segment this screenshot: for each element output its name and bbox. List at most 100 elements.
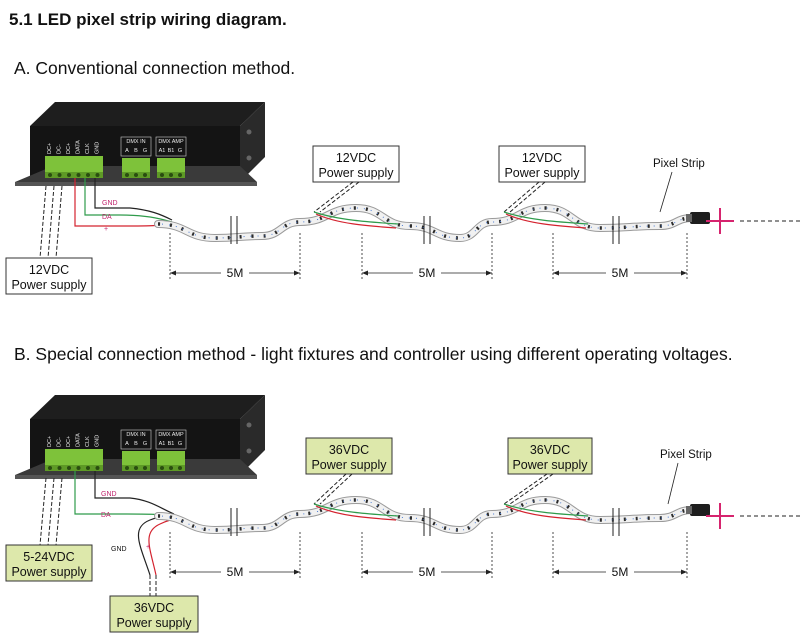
fixture-label-plus: + — [146, 544, 150, 551]
psu-wire-red — [505, 213, 587, 229]
dmx-amp-pin: A1 — [159, 441, 166, 447]
dimension-arrow — [170, 270, 176, 276]
terminal-screw — [134, 173, 138, 177]
terminal-label: GND — [95, 435, 101, 447]
dimension-arrow — [681, 569, 687, 575]
dimension-arrow — [362, 270, 368, 276]
dmx-in-label: DMX IN — [126, 139, 145, 145]
terminal-screw — [134, 466, 138, 470]
psu-wire-green — [313, 211, 399, 225]
inline-psu-b1-voltage: 36VDC — [329, 443, 369, 457]
fixture-psu-voltage: 36VDC — [134, 601, 174, 615]
terminal-screw — [95, 173, 100, 177]
dimension-arrow — [553, 270, 559, 276]
terminal-screw — [76, 466, 81, 470]
terminal-label: DC+ — [66, 436, 72, 447]
wire-label-plus: + — [104, 226, 108, 233]
psu-wire-green — [503, 211, 589, 225]
psu-cable — [503, 181, 540, 213]
dmx-in-pin: A — [125, 441, 129, 447]
terminal-label: DATA — [76, 140, 82, 154]
dmx-amp-pin: G — [178, 441, 182, 447]
terminal-screw — [178, 466, 182, 470]
psu-cable — [313, 181, 354, 213]
psu-cable — [313, 473, 347, 505]
controller-psu-b-voltage: 5-24VDC — [23, 550, 74, 564]
psu-wire-red — [315, 505, 397, 521]
dmx-in-pin: B — [134, 441, 138, 447]
segment-length-label: 5M — [612, 266, 629, 280]
terminal-screw — [169, 173, 173, 177]
controller-psu-b-label: Power supply — [11, 565, 87, 579]
inline-psu-a1-voltage: 12VDC — [336, 151, 376, 165]
dmx-in-pin: A — [125, 148, 129, 154]
dmx-in-pin: G — [143, 148, 147, 154]
dmx-amp-pin: G — [178, 148, 182, 154]
psu-cable — [55, 185, 63, 259]
section-a-heading: A. Conventional connection method. — [14, 58, 295, 78]
end-connector — [690, 212, 710, 224]
dimension-arrow — [553, 569, 559, 575]
inline-psu-a2-voltage: 12VDC — [522, 151, 562, 165]
terminal-label: DC- — [57, 144, 63, 154]
fixture-label-gnd: GND — [111, 546, 127, 553]
terminal-label: DC+ — [66, 143, 72, 154]
psu-cable — [39, 185, 47, 259]
end-connector-cap — [686, 214, 692, 222]
terminal-label: DC+ — [47, 436, 53, 447]
dimension-arrow — [294, 270, 300, 276]
psu-cable — [319, 473, 353, 505]
dmx-amp-pin: B1 — [168, 441, 175, 447]
pixel-strip-outline — [154, 495, 696, 535]
terminal-screw — [143, 173, 147, 177]
pixel-strip-label: Pixel Strip — [660, 449, 712, 461]
wire-label-da: DA — [102, 214, 112, 221]
terminal-screw — [67, 173, 71, 177]
dimension-arrow — [294, 569, 300, 575]
psu-wire-green — [313, 503, 399, 517]
pixel-strip-leds — [157, 498, 693, 532]
wire-gnd — [94, 471, 175, 515]
psu-cable — [509, 473, 554, 505]
page-title: 5.1 LED pixel strip wiring diagram. — [9, 10, 287, 29]
terminal-label: CLK — [85, 143, 91, 154]
terminal-screw — [169, 466, 173, 470]
end-connector — [690, 504, 710, 516]
dmx-amp-label: DMX AMP — [158, 139, 184, 145]
controller-psu-b-frame — [5, 544, 93, 582]
end-connector-cap — [686, 506, 692, 514]
dimension-arrow — [486, 569, 492, 575]
terminal-screw — [125, 173, 129, 177]
dmx-in-label: DMX IN — [126, 432, 145, 438]
terminal-screw — [76, 173, 81, 177]
terminal-screw — [67, 466, 71, 470]
terminal-screw — [125, 466, 129, 470]
dimension-arrow — [362, 569, 368, 575]
psu-cable — [55, 477, 63, 546]
terminal-screw — [178, 173, 182, 177]
terminal-screw — [160, 466, 164, 470]
terminal-screw — [57, 466, 62, 470]
segment-length-label: 5M — [612, 565, 629, 579]
terminal-screw — [160, 173, 164, 177]
wire-gnd — [94, 178, 173, 221]
inline-psu-b2-frame — [507, 437, 593, 475]
terminal-label: DATA — [76, 433, 82, 447]
psu-cable — [319, 181, 360, 213]
fixture-wire-plus — [148, 517, 177, 576]
psu-cable — [503, 473, 548, 505]
pixel-strip-leader — [659, 171, 673, 213]
inline-psu-a1-label: Power supply — [318, 166, 394, 180]
terminal-label: DC+ — [47, 143, 53, 154]
dmx-in-pin: G — [143, 441, 147, 447]
dmx-amp-pin: B1 — [168, 148, 175, 154]
fixture-psu-label: Power supply — [116, 616, 192, 630]
psu-wire-green — [503, 503, 589, 517]
